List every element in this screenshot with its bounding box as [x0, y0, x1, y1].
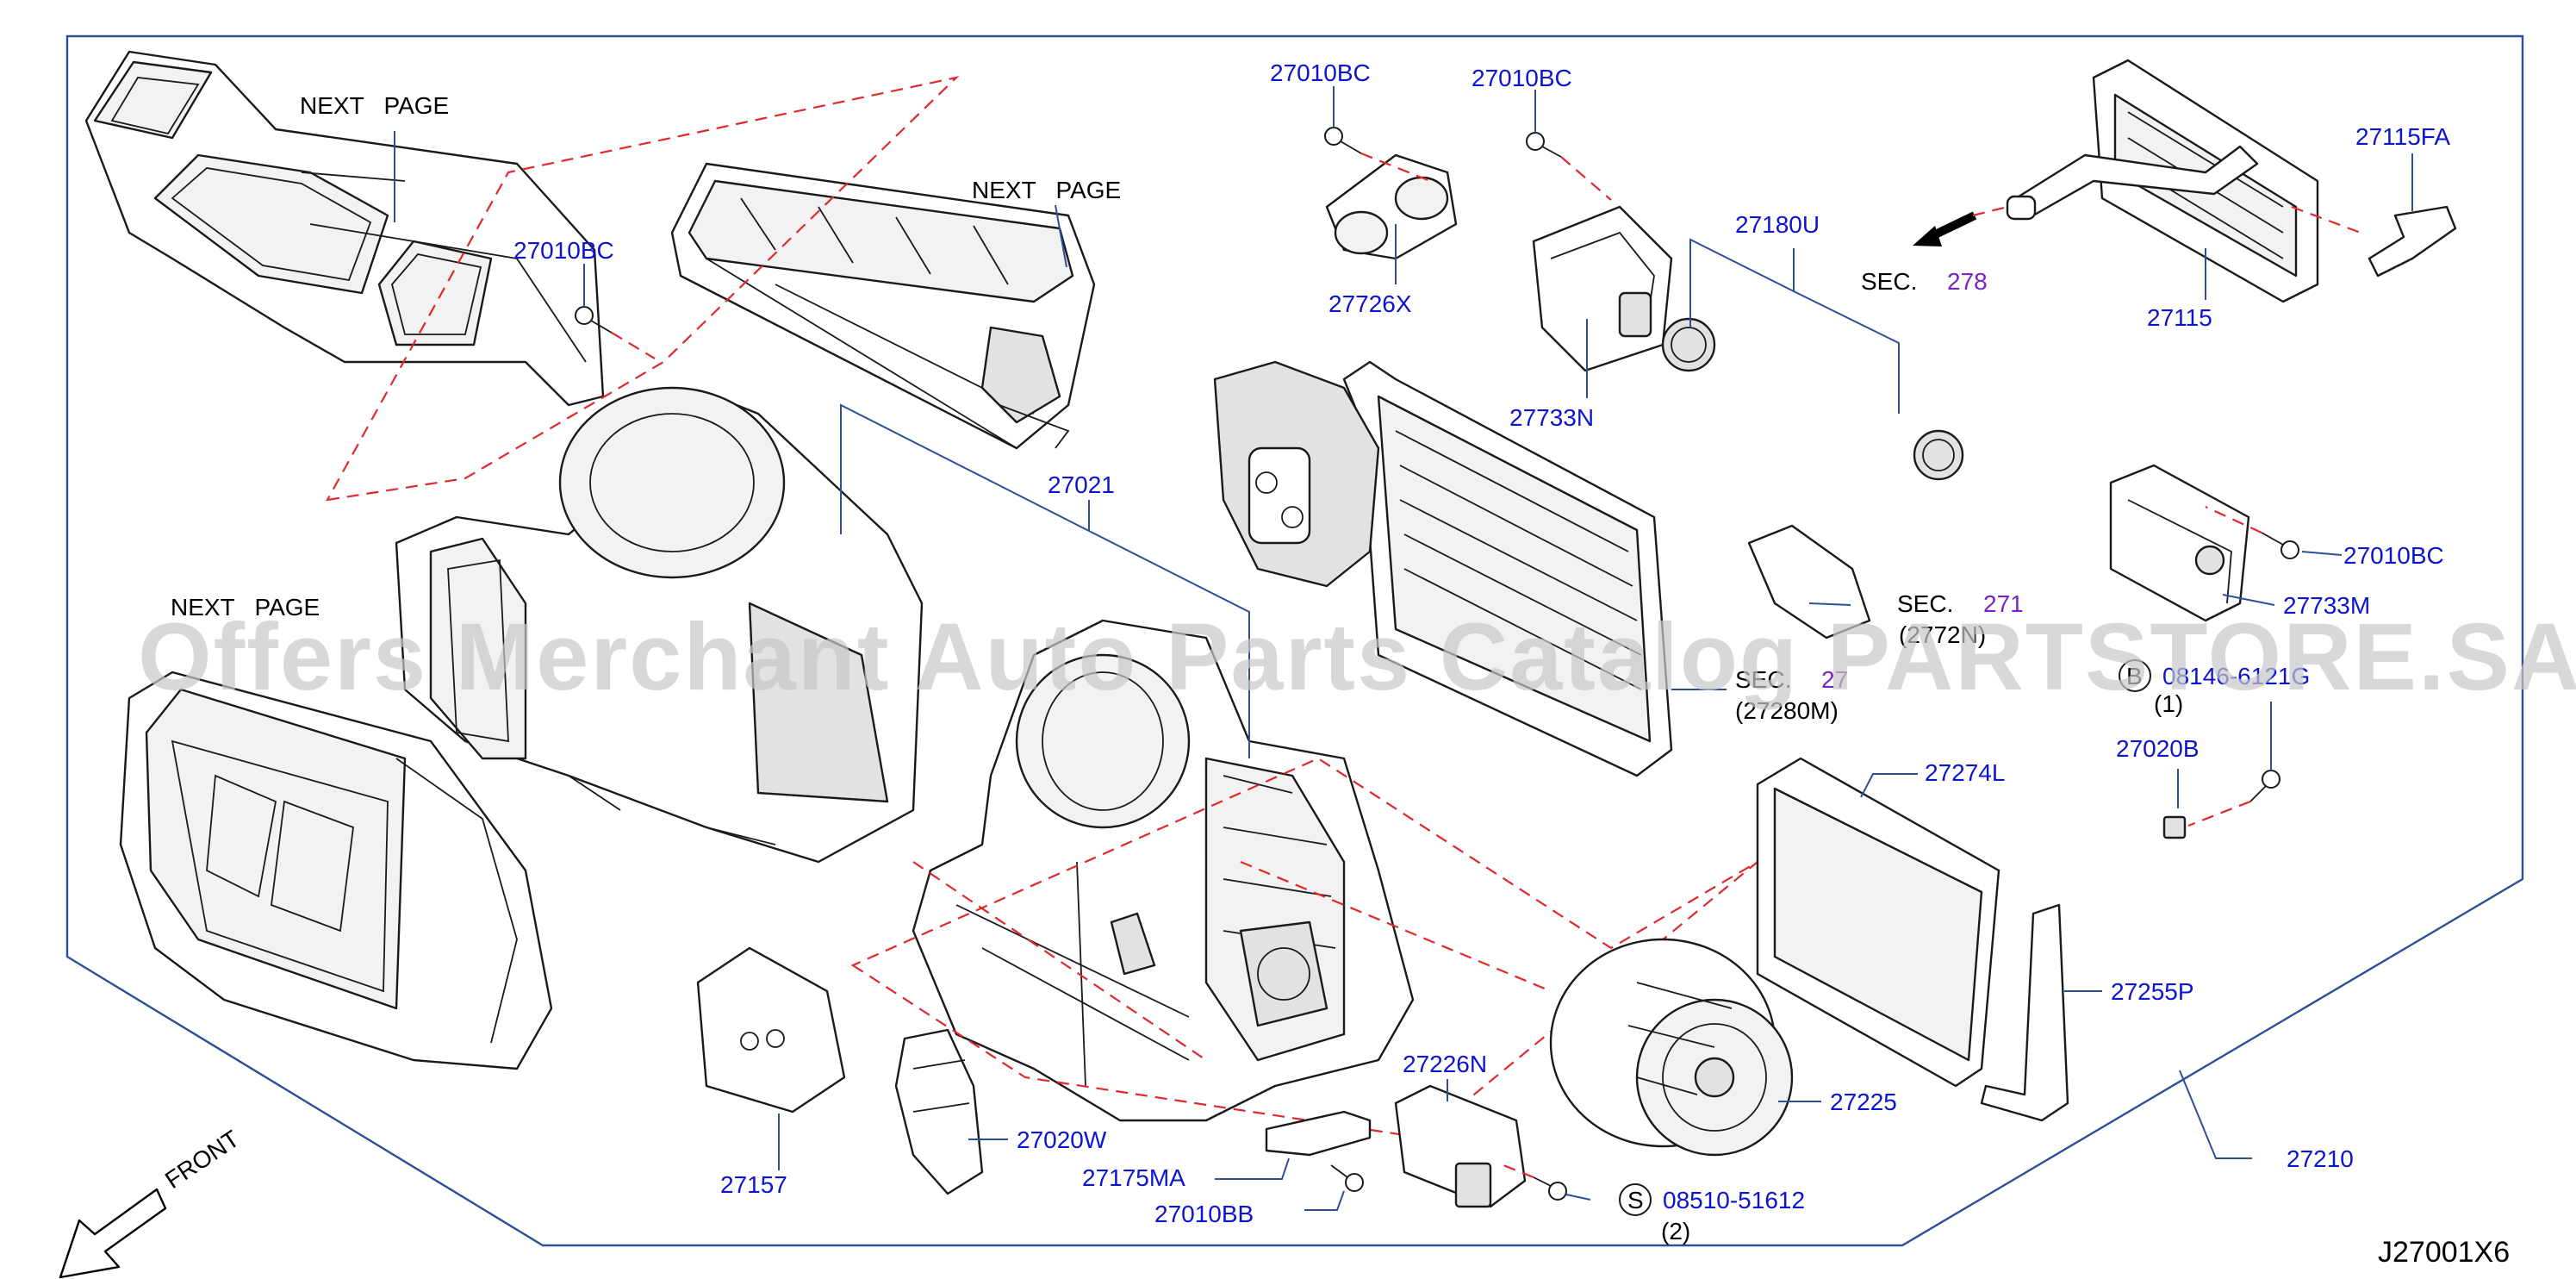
heater-case-assembly — [670, 162, 1096, 450]
sec-271-number: 271 — [1983, 590, 2024, 617]
label-27021: 27021 — [1048, 471, 1115, 498]
badge-s-letter: S — [1627, 1187, 1644, 1213]
label-27210: 27210 — [2287, 1145, 2354, 1172]
dashed-link-2 — [1240, 860, 1552, 993]
evaporator — [1213, 360, 1673, 777]
dash-screw-a — [611, 332, 656, 359]
leader-27010BB — [1304, 1190, 1345, 1211]
leader-27274L — [1860, 773, 1918, 798]
leader-27010BC-d — [2301, 551, 2343, 556]
note-next-page-2: NEXT PAGE — [972, 177, 1121, 203]
leader-27021 — [840, 403, 1250, 758]
filter-27274L — [1756, 757, 2000, 1088]
label-27020W: 27020W — [1017, 1126, 1107, 1153]
note-next-page-1: NEXT PAGE — [300, 92, 449, 119]
front-direction-icon — [59, 1188, 167, 1279]
dash-screw-c — [1560, 156, 1612, 201]
label-27115FA: 27115FA — [2355, 123, 2450, 150]
qty-08146: (1) — [2154, 690, 2183, 717]
sec-278-arrow — [1913, 211, 1977, 246]
cover-27157 — [696, 946, 846, 1114]
sec-278-prefix: SEC. — [1861, 268, 1917, 295]
screw-27010BC-c — [1526, 132, 1562, 158]
filter-cover-27255P — [1980, 903, 2069, 1122]
label-08510: 08510-51612 — [1663, 1187, 1805, 1213]
duct-dashed-outline — [325, 76, 960, 502]
upper-duct-assembly — [84, 50, 605, 407]
leader-08510 — [1565, 1194, 1591, 1201]
leader-sec271 — [1808, 602, 1851, 606]
dash-screw-b — [1360, 152, 1431, 183]
front-label: FRONT — [160, 1125, 244, 1194]
main-hvac-unit — [912, 619, 1415, 1122]
resistor-27226N — [1394, 1084, 1527, 1208]
sec-278-number: 278 — [1947, 268, 1988, 295]
sec-27-sub: (27280M) — [1735, 697, 1839, 724]
actuator-27733N — [1532, 205, 1673, 372]
label-27175MA: 27175MA — [1082, 1164, 1185, 1191]
label-27255P: 27255P — [2111, 978, 2194, 1005]
clip-27115FA — [2368, 205, 2457, 278]
bracket-27020B — [2162, 815, 2187, 839]
diagram-code: J27001X6 — [2378, 1236, 2510, 1269]
blower-motor-27225 — [1549, 938, 1794, 1157]
label-27010BC-a: 27010BC — [513, 237, 614, 264]
qty-08510: (2) — [1661, 1218, 1690, 1245]
screw-08146 — [2249, 770, 2280, 802]
label-27115: 27115 — [2147, 304, 2212, 331]
assembly-boundary — [65, 34, 2524, 1247]
leader-27175MA — [1215, 1157, 1290, 1180]
leader-next-page-2 — [1055, 204, 1067, 268]
label-27180U: 27180U — [1735, 211, 1820, 238]
sec-271-sub: (2772N) — [1899, 621, 1986, 648]
watermark-text: Offers Merchant Auto Parts Catalog PARTS… — [138, 604, 2576, 710]
screw-08510 — [1533, 1176, 1567, 1201]
sec-27-number: 27 — [1821, 666, 1848, 693]
label-27274L: 27274L — [1925, 759, 2005, 786]
sec-271-prefix: SEC. — [1897, 590, 1953, 617]
gear-27180U — [1661, 317, 1964, 481]
label-27020B: 27020B — [2116, 735, 2200, 762]
label-27010BC-b: 27010BC — [1270, 59, 1371, 86]
label-27733M: 27733M — [2283, 592, 2370, 619]
heater-core — [2006, 59, 2319, 303]
label-27726X: 27726X — [1328, 290, 1412, 317]
screw-27010BC-b — [1324, 127, 1362, 154]
label-08146: 08146-6121G — [2162, 663, 2310, 689]
label-27010BC-c: 27010BC — [1472, 65, 1572, 91]
sec-27-prefix: SEC. — [1735, 666, 1791, 693]
dash-screw-d — [2205, 506, 2262, 533]
screw-27010BB — [1330, 1164, 1364, 1192]
label-27733N: 27733N — [1509, 404, 1594, 431]
label-27010BB: 27010BB — [1154, 1201, 1254, 1227]
leader-27733M — [2222, 594, 2275, 606]
lower-duct-assembly — [119, 671, 553, 1070]
screw-27010BC-d — [2261, 532, 2299, 559]
dash-sec278 — [1972, 205, 2008, 217]
note-next-page-3: NEXT PAGE — [171, 594, 320, 621]
dash-08510 — [1498, 1162, 1534, 1179]
bracket-27175MA — [1265, 1110, 1372, 1157]
dash-screw-08146 — [2187, 800, 2251, 827]
badge-b-circle — [2119, 659, 2151, 692]
actuator-27726X — [1325, 153, 1458, 260]
bracket-27020W — [894, 1028, 984, 1195]
badge-s-circle — [1619, 1183, 1652, 1216]
clip-27272N — [1747, 524, 1871, 640]
label-27226N: 27226N — [1403, 1051, 1487, 1077]
label-27225: 27225 — [1830, 1089, 1897, 1115]
label-27157: 27157 — [720, 1171, 787, 1198]
actuator-27733M — [2109, 464, 2250, 622]
badge-b-letter: B — [2126, 663, 2143, 689]
leader-27180U — [1689, 238, 1900, 414]
leader-27210 — [2179, 1070, 2252, 1159]
blower-housing — [395, 386, 924, 864]
dash-heater — [2291, 205, 2361, 234]
label-27010BC-d: 27010BC — [2343, 542, 2444, 569]
